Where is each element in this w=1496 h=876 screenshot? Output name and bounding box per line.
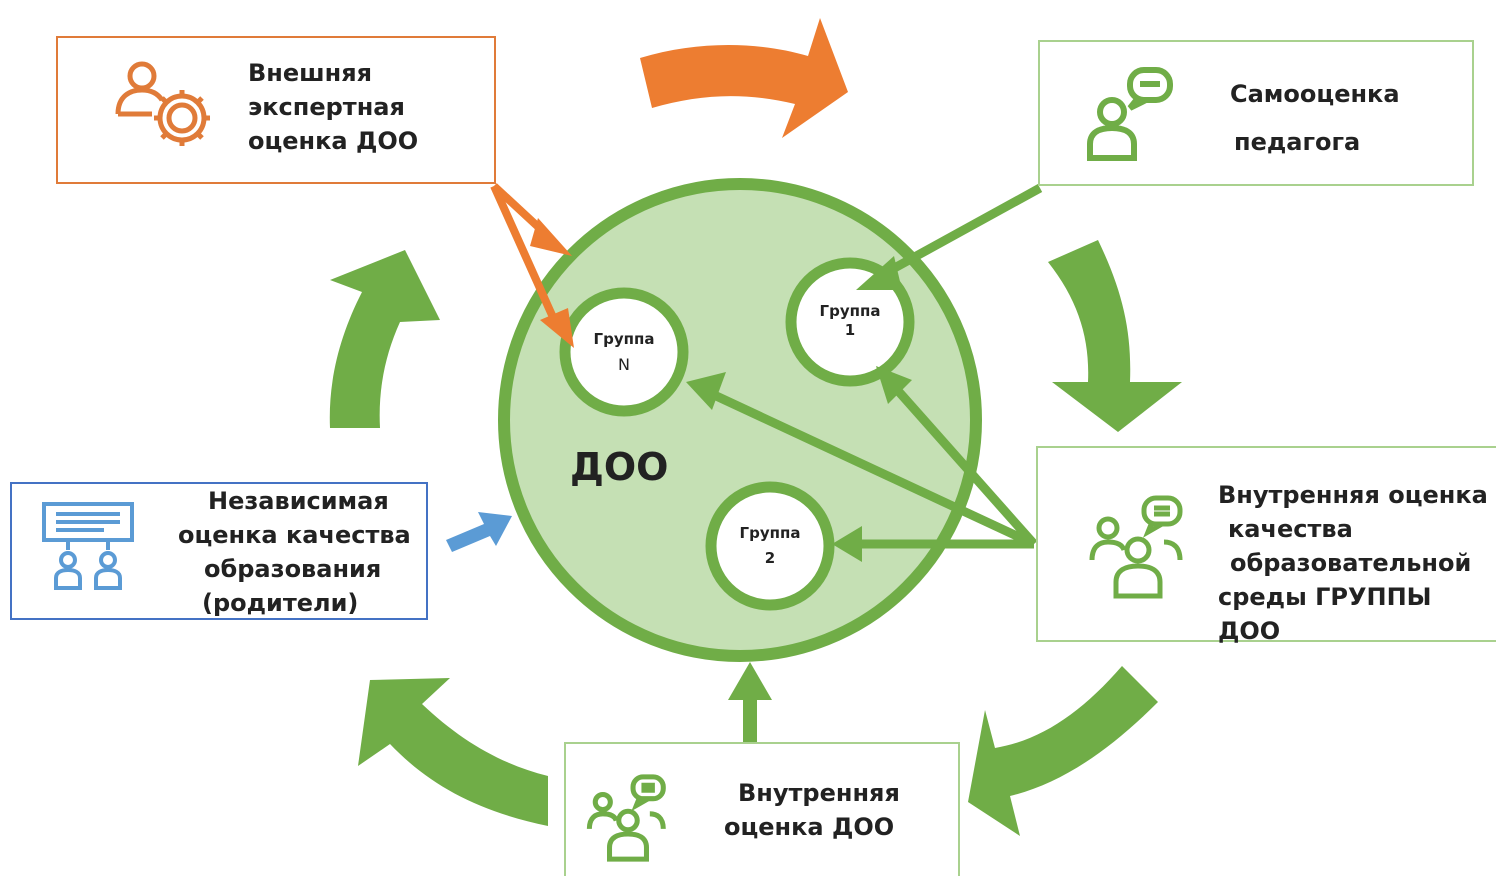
group-2-circle	[705, 481, 835, 611]
group-internal-to-groups-arrows	[686, 366, 1038, 562]
external-assessment-label: Внешняя экспертная оценка ДОО	[248, 59, 419, 155]
group-internal-assessment-label: Внутренняя оценка качества образовательн…	[1218, 481, 1488, 645]
external-to-doo-arrows	[490, 183, 574, 348]
doo-internal-to-doo-arrow	[728, 662, 772, 742]
independent-assessment-label: Независимая оценка качества образования …	[178, 487, 411, 617]
self-assessment-label: Самооценка педагога	[1230, 80, 1400, 156]
external-assessment-box: Внешняя экспертная оценка ДОО	[56, 36, 496, 184]
self-to-group1-arrow	[856, 184, 1043, 290]
group-internal-assessment-box: Внутренняя оценка качества образовательн…	[1036, 446, 1496, 645]
group-n-circle	[559, 287, 689, 417]
presentation-audience-icon	[42, 502, 134, 590]
group-1-label: Группа	[820, 302, 881, 320]
people-speech-icon	[586, 774, 666, 862]
cycle-arrow-right-bottom	[968, 666, 1158, 836]
doo-internal-assessment-box: Внутренняя оценка ДОО	[564, 742, 960, 876]
people-speech-icon	[1089, 495, 1183, 599]
doo-internal-assessment-label: Внутренняя оценка ДОО	[724, 779, 900, 841]
group-2-number: 2	[765, 549, 775, 567]
group-1-number: 1	[845, 321, 855, 339]
independent-to-doo-arrow	[446, 512, 512, 552]
cycle-arrow-top-orange	[640, 18, 848, 138]
independent-assessment-box: Независимая оценка качества образования …	[10, 482, 428, 620]
self-assessment-box: Самооценка педагога	[1038, 40, 1474, 186]
doo-label: ДОО	[570, 445, 668, 489]
group-2-label: Группа	[740, 524, 801, 542]
group-n-number: N	[618, 355, 630, 374]
person-gear-icon	[115, 61, 210, 146]
group-1-circle	[785, 257, 915, 387]
person-speech-icon	[1087, 67, 1173, 161]
cycle-arrow-right-top	[1048, 240, 1182, 432]
cycle-arrow-left	[329, 250, 440, 428]
group-n-label: Группа	[594, 330, 655, 348]
cycle-arrow-bottom-left	[358, 678, 548, 826]
